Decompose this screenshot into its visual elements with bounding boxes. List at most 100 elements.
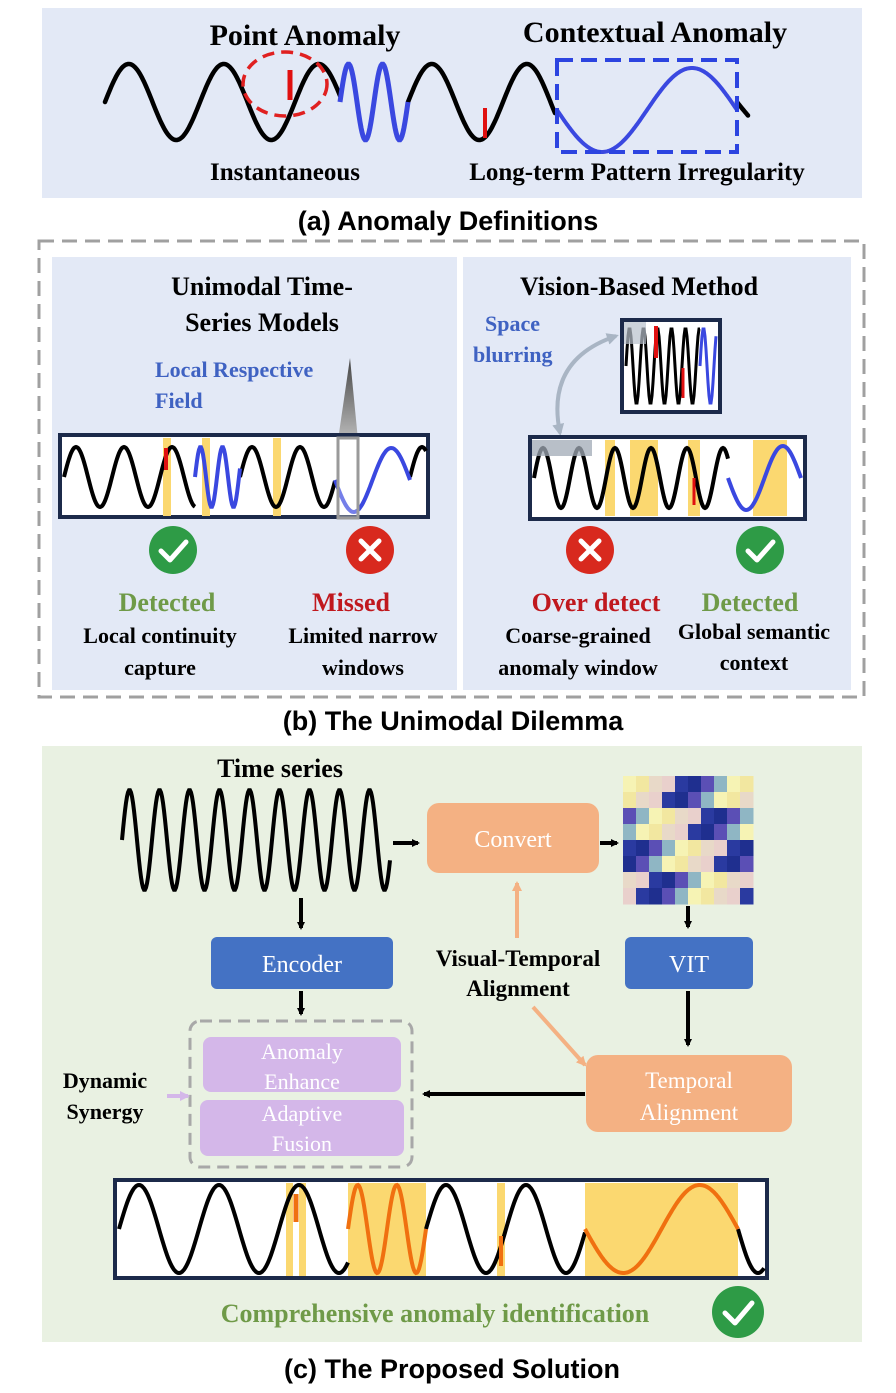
heatmap-cell [623,776,637,793]
contextual-anomaly-label: Contextual Anomaly [523,16,787,49]
heatmap-cell [623,824,637,841]
local-field-line1: Local Respective [155,357,313,382]
heatmap-cell [662,808,676,825]
heatmap-cell [701,808,715,825]
heatmap-cell [688,872,702,889]
heatmap-cell [701,872,715,889]
heatmap-cell [662,792,676,809]
left-missed-x-mark [358,538,382,562]
receptive-window-box [336,436,360,520]
left-detected-status: Detected [119,588,216,617]
right-overdetect-status: Over detect [532,588,661,617]
point-anomaly-label: Point Anomaly [210,19,401,52]
heatmap-cell [701,792,715,809]
temporal-alignment-box [586,1055,792,1132]
heatmap-cell [662,840,676,857]
left-detected-desc1: Local continuity [83,623,236,648]
unimodal-signal-wave [62,444,428,510]
heatmap-cell [636,888,650,905]
heatmap-cell [701,888,715,905]
heatmap-cell [740,872,754,889]
time-series-label: Time series [217,754,343,783]
temporal-alignment-line2: Alignment [640,1100,739,1125]
heatmap-cell [636,792,650,809]
right-overdetect-x-mark [578,538,602,562]
heatmap-cell [727,776,741,793]
convert-label: Convert [474,827,552,853]
heatmap-cell [740,888,754,905]
space-blurring-line2: blurring [473,342,552,367]
space-blurring-line1: Space [485,311,540,336]
left-missed-desc1: Limited narrow [288,623,437,648]
space-blurring-arrow [552,333,619,436]
heatmap-cell [623,808,637,825]
heatmap-cell [701,856,715,873]
heatmap-cell [636,856,650,873]
point-anomaly-circle [241,50,329,118]
panel-a-caption: (a) Anomaly Definitions [298,206,599,236]
heatmap-cell [740,776,754,793]
heatmap-cell [636,824,650,841]
vision-signal-wave [532,445,730,511]
right-overdetect-desc1: Coarse-grained [505,623,650,648]
heatmap-cell [675,872,689,889]
heatmap-cell [662,888,676,905]
heatmap-cell [623,856,637,873]
right-overdetect-desc2: anomaly window [498,655,658,680]
heatmap-cell [701,824,715,841]
heatmap-cell [740,808,754,825]
adaptive-fusion-line1: Adaptive [262,1101,343,1126]
anomaly-enhance-line2: Enhance [264,1069,340,1094]
heatmap-cell [727,792,741,809]
thumbnail-blue-segment [698,327,718,405]
heatmap-cell [688,888,702,905]
dynamic-synergy-line1: Dynamic [63,1068,148,1093]
thumbnail-wave [624,327,701,405]
heatmap-cell [675,776,689,793]
contextual-anomaly-box [555,58,739,154]
right-detected-desc2: context [720,650,789,675]
heatmap-cell [662,776,676,793]
unimodal-context-segment [333,445,412,515]
heatmap-cell [662,872,676,889]
heatmap-cell [714,792,728,809]
heatmap-cell [714,872,728,889]
heatmap-cell [688,856,702,873]
result-fast-anomaly-segment [346,1182,428,1276]
heatmap-cell [623,872,637,889]
panel-b-caption: (b) The Unimodal Dilemma [283,706,625,736]
heatmap-cell [688,808,702,825]
vision-highlight-4 [753,440,787,516]
result-check-icon [712,1286,764,1338]
dynamic-synergy-line2: Synergy [67,1099,144,1124]
heatmap-cell [675,840,689,857]
heatmap-cell [740,824,754,841]
heatmap-cell [688,776,702,793]
heatmap-cell [740,792,754,809]
left-missed-status: Missed [312,588,391,617]
vision-context-segment [726,443,803,513]
heatmap-cell [623,792,637,809]
vta-label-line1: Visual-Temporal [436,946,600,971]
heatmap-cell [701,840,715,857]
result-check-mark [722,1300,755,1326]
heatmap-cell [649,824,663,841]
fast-oscillation-segment [337,61,411,143]
right-detected-desc1: Global semantic [678,619,830,644]
contextual-anomaly-segment [555,66,739,154]
vision-blur-patch [532,440,592,456]
receptive-field-cone [338,358,358,440]
result-highlight-2 [299,1183,306,1276]
heatmap-cell [727,824,741,841]
heatmap-cell [649,888,663,905]
right-detected-check-icon [736,526,784,574]
arrow-vta-to-temporal [531,1005,587,1067]
heatmap-cell [636,840,650,857]
heatmap-cell [623,840,637,857]
heatmap-cell [701,776,715,793]
vit-label: VIT [669,952,709,978]
unimodal-title-line1: Unimodal Time- [171,272,353,301]
heatmap-cell [714,824,728,841]
thumbnail-blur-patch [624,322,646,344]
heatmap-cell [727,808,741,825]
